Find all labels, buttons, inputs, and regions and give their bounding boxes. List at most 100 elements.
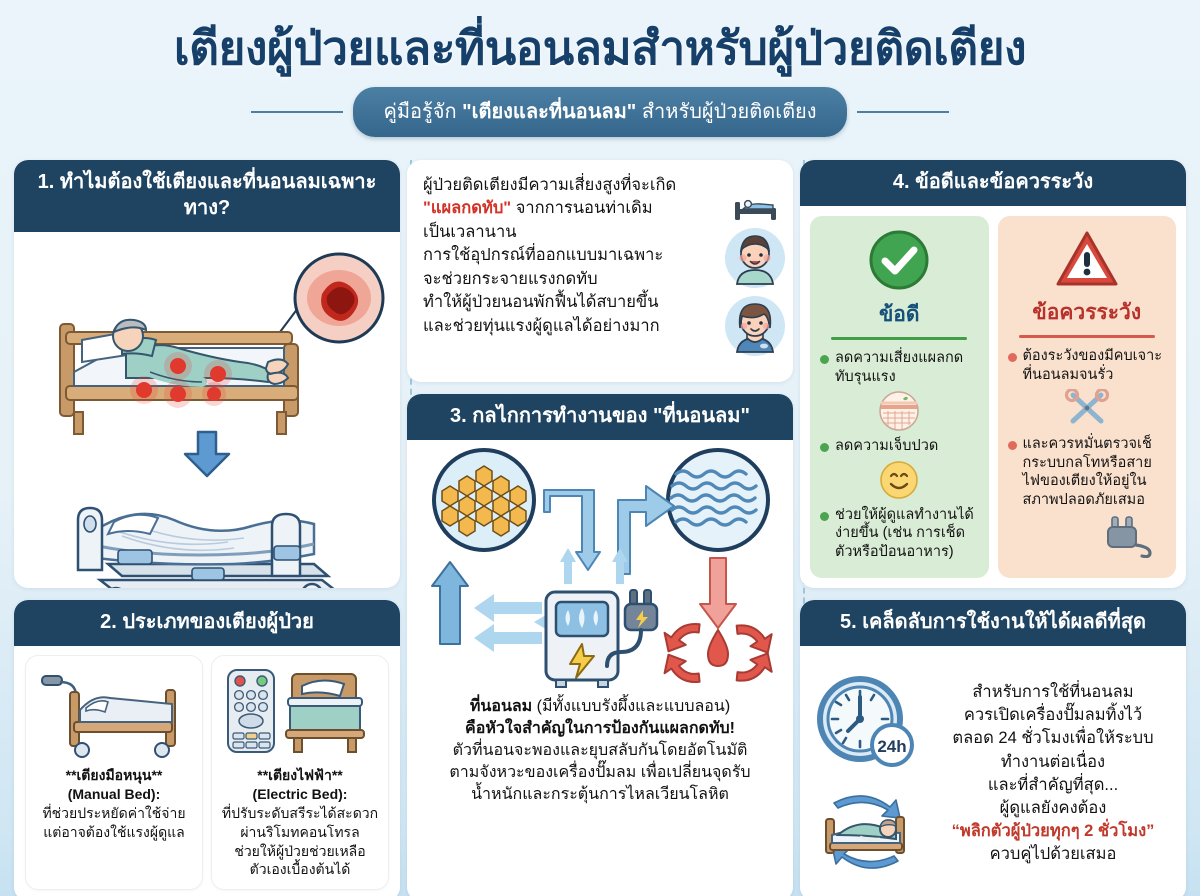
- pressure-point-markers: [130, 352, 232, 408]
- down-arrow-icon: [183, 430, 231, 478]
- patient-turning-in-bed-icon: [825, 794, 905, 869]
- scissors-icon-wrap: [1008, 388, 1167, 429]
- blue-flow-arrow-icon: [612, 548, 628, 584]
- pros-cons-cards: ข้อดี ลดความเสี่ยงแผลกดทับรุนแรง: [810, 216, 1176, 579]
- tip-line6: ผู้ดูแลยังคงต้อง: [999, 798, 1107, 817]
- list-item: ลดความเสี่ยงแผลกดทับรุนแรง: [820, 349, 979, 387]
- tip-line4: ทำงานต่อเนื่อง: [1000, 752, 1106, 771]
- p3-paren: (มีทั้งแบบรังผึ้งและแบบลอน): [532, 698, 731, 715]
- manual-bed-caption: **เตียงมือหนุน** (Manual Bed): ที่ช่วยปร…: [42, 766, 185, 842]
- male-nurse-avatar-icon: [725, 228, 785, 288]
- electric-bed-name: **เตียงไฟฟ้า**: [257, 767, 343, 783]
- panel-usage-tips: 5. เคล็ดลับการใช้งานให้ได้ผลดีที่สุด: [800, 600, 1186, 896]
- intro-line5: จะช่วยกระจายแรงกดทับ: [423, 269, 598, 288]
- intro-text-block: ผู้ป่วยติดเตียงมีความเสี่ยงสูงที่จะเกิด …: [407, 160, 793, 382]
- smiley-face-icon: [880, 460, 919, 499]
- panel-why-special-bed: 1. ทำไมต้องใช้เตียงและที่นอนลมเฉพาะทาง?: [14, 160, 400, 588]
- tip-line7: ควบคู่ไปด้วยเสมอ: [989, 844, 1117, 863]
- green-check-circle-icon: [869, 230, 929, 290]
- air-mattress-cycle-diagram: [431, 448, 773, 688]
- cautions-list: ต้องระวังของมีคบเจาะที่นอนลมจนรั่ว: [1007, 347, 1167, 564]
- tips-icons: 24h: [810, 675, 922, 873]
- pros-item-1: ลดความเจ็บปวด: [835, 437, 939, 454]
- smiley-icon-wrap: [820, 460, 979, 500]
- list-item: และควรหมั่นตรวจเช็กระบบกลโทหรือสายไฟของเ…: [1007, 435, 1167, 510]
- tip-line2: ควรเปิดเครื่องปั๊มลมทิ้งไว้: [963, 706, 1143, 725]
- bed-type-cards: **เตียงมือหนุน** (Manual Bed): ที่ช่วยปร…: [26, 656, 388, 890]
- pros-rule: [831, 337, 968, 340]
- electric-bed-desc: ที่ปรับระดับสรีระได้สะดวก ผ่านริโมทคอนโท…: [221, 804, 379, 878]
- tip-line3: ตลอด 24 ชั่วโมงเพื่อให้ระบบ: [952, 729, 1154, 748]
- electric-bed-remote-icon: [227, 669, 365, 753]
- tip-quote: “พลิกตัวผู้ป่วยทุกๆ 2 ชั่วโมง”: [951, 821, 1155, 840]
- cautions-item-1: และควรหมั่นตรวจเช็กระบบกลโทหรือสายไฟของเ…: [1022, 435, 1152, 509]
- intro-line4: การใช้อุปกรณ์ที่ออกแบบมาเฉพาะ: [423, 246, 664, 265]
- power-plug-icon: [1107, 516, 1152, 559]
- manual-bed-name: **เตียงมือหนุน**: [65, 767, 163, 783]
- blue-flow-arrow-icon: [560, 548, 576, 584]
- wave-ripple-mattress-icon: [666, 448, 770, 552]
- bullet-dot: [1007, 353, 1017, 362]
- intro-line7: และช่วยทุ่นแรงผู้ดูแลได้อย่างมาก: [423, 316, 660, 335]
- bed-card-electric[interactable]: **เตียงไฟฟ้า** (Electric Bed): ที่ปรับระ…: [212, 656, 388, 890]
- panel-bed-types: 2. ประเภทของเตียงผู้ป่วย: [14, 600, 400, 896]
- column-right: 4. ข้อดีและข้อควรระวัง ข้อดี: [800, 160, 1186, 896]
- bullet-dot: [820, 511, 829, 521]
- bed-card-manual[interactable]: **เตียงมือหนุน** (Manual Bed): ที่ช่วยปร…: [26, 656, 202, 890]
- power-plug-icon: [605, 589, 659, 668]
- list-item: ลดความเจ็บปวด: [820, 437, 979, 456]
- panel2-heading: 2. ประเภทของเตียงผู้ป่วย: [14, 600, 400, 646]
- panel-pros-cons: 4. ข้อดีและข้อควรระวัง ข้อดี: [800, 160, 1186, 588]
- p3-bold1: ที่นอนลม: [469, 698, 533, 715]
- electric-bed-caption: **เตียงไฟฟ้า** (Electric Bed): ที่ปรับระ…: [222, 766, 378, 879]
- blood-circulation-drop-icon: [663, 622, 773, 684]
- electric-bed-illustration: [22, 476, 392, 588]
- cautions-item-0: ต้องระวังของมีคบเจาะที่นอนลมจนรั่ว: [1022, 348, 1163, 383]
- intro-line1: ผู้ป่วยติดเตียงมีความเสี่ยงสูงที่จะเกิด: [423, 176, 677, 194]
- bullet-dot: [820, 355, 829, 364]
- down-arrow-wrap: [22, 430, 392, 478]
- panel5-heading: 5. เคล็ดลับการใช้งานให้ได้ผลดีที่สุด: [800, 600, 1186, 646]
- panel5-body: 24h: [800, 646, 1186, 896]
- tip-line5: และที่สำคัญที่สุด...: [987, 775, 1119, 794]
- subtitle-quoted: "เตียงและที่นอนลม": [462, 100, 637, 123]
- plug-icon-wrap: [1008, 514, 1167, 559]
- column-left: 1. ทำไมต้องใช้เตียงและที่นอนลมเฉพาะทาง?: [14, 160, 400, 896]
- panel4-heading: 4. ข้อดีและข้อควรระวัง: [800, 160, 1186, 206]
- list-item: ต้องระวังของมีคบเจาะที่นอนลมจนรั่ว: [1007, 347, 1167, 385]
- intro-line6: ทำให้ผู้ป่วยนอนพักฟื้นได้สบายขึ้น: [423, 293, 659, 312]
- panel1-heading: 1. ทำไมต้องใช้เตียงและที่นอนลมเฉพาะทาง?: [14, 160, 400, 232]
- intro-paragraph: ผู้ป่วยติดเตียงมีความเสี่ยงสูงที่จะเกิด …: [423, 174, 777, 338]
- bed-icon: [735, 199, 776, 220]
- page-header: เตียงผู้ป่วยและที่นอนลมสำหรับผู้ป่วยติดเ…: [0, 0, 1200, 137]
- panel2-body: **เตียงมือหนุน** (Manual Bed): ที่ช่วยปร…: [14, 646, 400, 896]
- tip-line1: สำหรับการใช้ที่นอนลม: [972, 683, 1134, 702]
- cautions-card: ข้อควรระวัง ต้องระวังของมีคบเจาะที่นอนลม…: [997, 216, 1176, 579]
- manual-bed-desc: ที่ช่วยประหยัดค่าใช้จ่าย แต่อาจต้องใช้แร…: [42, 804, 186, 840]
- manual-crank-bed-icon: [41, 675, 176, 758]
- column-middle: ผู้ป่วยติดเตียงมีความเสี่ยงสูงที่จะเกิด …: [407, 160, 793, 896]
- panel-grid: 1. ทำไมต้องใช้เตียงและที่นอนลมเฉพาะทาง?: [14, 160, 1186, 896]
- air-pump-machine-icon: [544, 590, 620, 688]
- female-nurse-avatar-icon: [725, 296, 785, 356]
- red-warning-triangle-icon: [1056, 231, 1118, 286]
- scissors-icon: [1064, 388, 1109, 424]
- intro-line2: จากการนอนท่าเดิม: [511, 199, 653, 218]
- bullet-dot: [820, 442, 829, 452]
- patient-in-bed-illustration: [59, 252, 385, 435]
- page-title: เตียงผู้ป่วยและที่นอนลมสำหรับผู้ป่วยติดเ…: [173, 22, 1027, 74]
- subtitle-pill: คู่มือรู้จัก "เตียงและที่นอนลม" สำหรับผู…: [353, 86, 847, 137]
- subtitle-suffix: สำหรับผู้ป่วยติดเตียง: [636, 100, 817, 123]
- subtitle-rule-left: [251, 110, 344, 113]
- manual-bed-english: (Manual Bed):: [67, 785, 161, 802]
- pros-item-0: ลดความเสี่ยงแผลกดทับรุนแรง: [835, 350, 964, 385]
- cautions-rule: [1018, 335, 1155, 338]
- p3-line5: น้ำหนักและกระตุ้นการไหลเวียนโลหิต: [471, 786, 729, 804]
- blue-flow-arrow-icon: [474, 594, 542, 652]
- healthy-skin-layer-icon: [879, 390, 919, 431]
- subtitle-row: คู่มือรู้จัก "เตียงและที่นอนลม" สำหรับผู…: [0, 86, 1200, 137]
- pros-list: ลดความเสี่ยงแผลกดทับรุนแรง: [820, 349, 979, 564]
- mechanism-diagram: [417, 444, 783, 694]
- panel3-body: ที่นอนลม (มีทั้งแบบรังผึ้งและแบบลอน) คือ…: [407, 440, 793, 896]
